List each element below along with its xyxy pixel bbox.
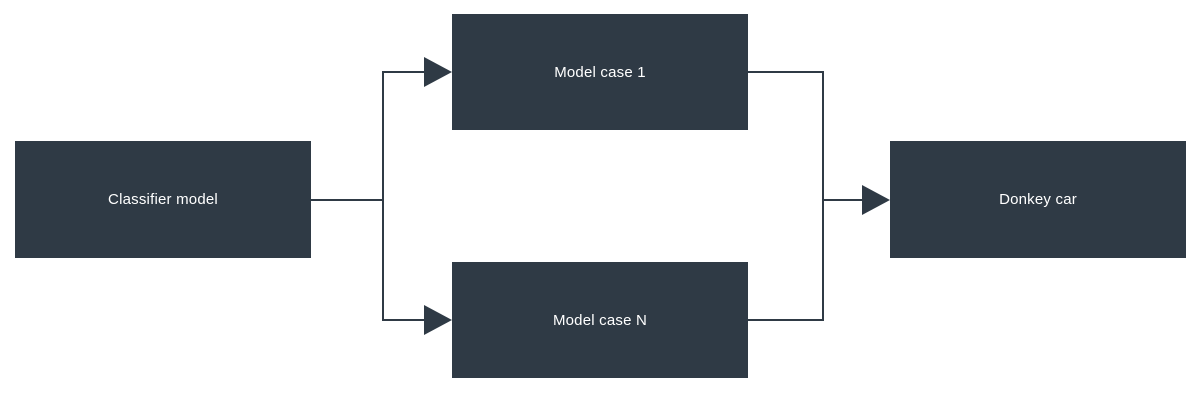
node-model-case-1-label: Model case 1 [554, 63, 646, 81]
arrowhead-into-donkey-icon [862, 185, 890, 215]
node-donkey-car: Donkey car [890, 141, 1186, 258]
node-donkey-car-label: Donkey car [999, 191, 1077, 208]
edge-casen-out [748, 319, 823, 321]
arrowhead-into-case1-icon [424, 57, 452, 87]
node-model-case-1: Model case 1 [452, 14, 748, 130]
edge-branch-to-case1 [383, 71, 425, 73]
node-classifier-model: Classifier model [15, 141, 311, 258]
node-model-case-n: Model case N [452, 262, 748, 378]
edge-merge-to-donkey [823, 199, 863, 201]
node-classifier-model-label: Classifier model [108, 191, 218, 208]
arrowhead-into-casen-icon [424, 305, 452, 335]
edge-branch-to-casen [383, 319, 425, 321]
edge-branch-vertical [382, 71, 384, 321]
edge-merge-vertical [822, 71, 824, 321]
node-model-case-n-label: Model case N [552, 311, 648, 329]
edge-classifier-branch [311, 199, 383, 201]
edge-case1-out [748, 71, 823, 73]
